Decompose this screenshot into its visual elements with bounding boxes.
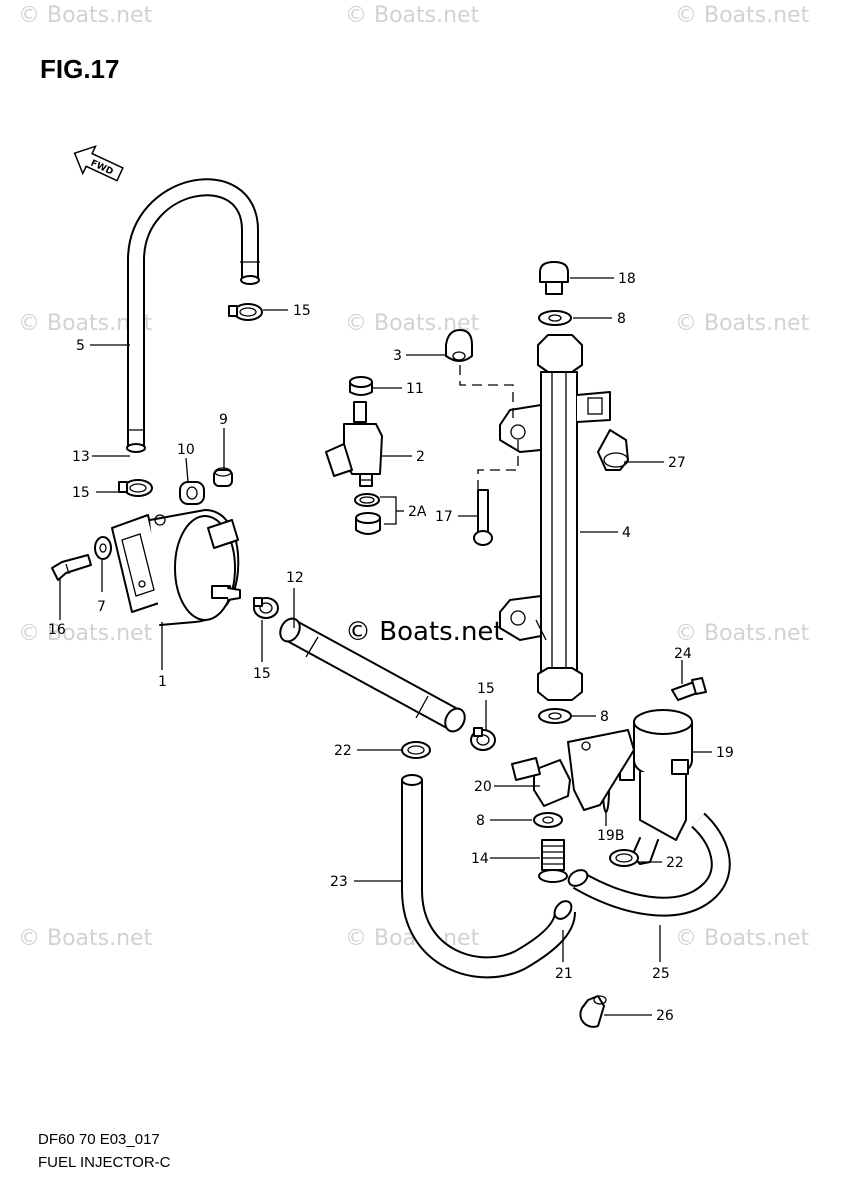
callout-13: 13 (72, 449, 90, 465)
plug-part-18 (539, 261, 569, 295)
callout-15: 15 (72, 485, 90, 501)
callout-19B: 19B (597, 828, 624, 844)
watermark-text: © Boats.net (18, 926, 153, 951)
collar-part-9 (213, 467, 233, 487)
callout-12: 12 (286, 570, 304, 586)
callout-20: 20 (474, 779, 492, 795)
watermark-text: © Boats.net (345, 3, 480, 28)
callout-4: 4 (622, 525, 631, 541)
callout-8: 8 (617, 311, 626, 327)
bolt-part-24 (671, 677, 707, 701)
callout-labels: 5 13 15 15 9 10 7 16 1 15 12 15 22 3 11 … (48, 271, 734, 1024)
callout-25: 25 (652, 966, 670, 982)
callout-3: 3 (393, 348, 402, 364)
callout-10: 10 (177, 442, 195, 458)
watermark-text: © Boats.net (675, 3, 810, 28)
fuel-rail-part-4 (499, 334, 611, 701)
filter-part-1 (111, 509, 241, 626)
callout-21: 21 (555, 966, 573, 982)
fwd-arrow-icon: FWD (73, 145, 124, 182)
callout-7: 7 (97, 599, 106, 615)
watermark-text: © Boats.net (18, 3, 153, 28)
callout-18: 18 (618, 271, 636, 287)
watermark-text: © Boats.net (675, 926, 810, 951)
callout-24: 24 (674, 646, 692, 662)
grommet-part-10 (179, 481, 205, 505)
hose-part-12 (279, 617, 466, 733)
callout-9: 9 (219, 412, 228, 428)
clamp-part-22-left (401, 741, 431, 759)
hose-part-25 (567, 812, 731, 917)
clamp-part-22-right (609, 849, 639, 867)
watermark-center: © Boats.net (345, 617, 504, 647)
union-part-20 (511, 729, 635, 811)
callout-2: 2 (416, 449, 425, 465)
callout-15: 15 (253, 666, 271, 682)
clamp-part-15-right (470, 727, 496, 751)
diagram-code: DF60 70 E03_017 (38, 1131, 160, 1148)
clamp-part-15-mid (253, 597, 279, 619)
bolt-part-17 (473, 489, 493, 546)
callout-22: 22 (334, 743, 352, 759)
callout-5: 5 (76, 338, 85, 354)
pressure-regulator-part-19 (619, 709, 693, 865)
callout-14: 14 (471, 851, 489, 867)
callout-23: 23 (330, 874, 348, 890)
callout-26: 26 (656, 1008, 674, 1024)
callout-27: 27 (668, 455, 686, 471)
washer-part-8-top (538, 310, 572, 326)
clamp-part-15-top (228, 303, 263, 321)
figure-title: FIG.17 (40, 54, 120, 84)
leader-lines (59, 277, 712, 1016)
callout-22: 22 (666, 855, 684, 871)
diagram-name: FUEL INJECTOR-C (38, 1154, 171, 1171)
callout-8: 8 (600, 709, 609, 725)
assembly-guides (459, 365, 519, 490)
clamp-part-15-left (118, 479, 153, 497)
callout-8: 8 (476, 813, 485, 829)
callout-15: 15 (477, 681, 495, 697)
washer-part-8-mid (538, 708, 572, 724)
callout-17: 17 (435, 509, 453, 525)
washer-part-7 (94, 536, 112, 560)
cap-part-3 (445, 329, 473, 362)
hose-part-23 (401, 774, 576, 979)
watermark-text: © Boats.net (18, 621, 153, 646)
hose-part-5 (126, 178, 260, 453)
callout-2A: 2A (408, 504, 427, 520)
watermark-text: © Boats.net (675, 621, 810, 646)
callout-16: 16 (48, 622, 66, 638)
clip-part-27 (597, 429, 629, 471)
bolt-part-16 (51, 554, 92, 581)
callout-1: 1 (158, 674, 167, 690)
washer-part-8-low (533, 812, 563, 828)
watermarks: © Boats.net © Boats.net © Boats.net © Bo… (18, 3, 810, 951)
callout-15: 15 (293, 303, 311, 319)
seal-part-11 (349, 376, 373, 396)
clip-part-26 (579, 995, 607, 1028)
injector-part-2 (325, 401, 383, 487)
callout-11: 11 (406, 381, 424, 397)
callout-19: 19 (716, 745, 734, 761)
seal-part-2A (354, 493, 381, 535)
watermark-text: © Boats.net (675, 311, 810, 336)
strainer-part-14 (538, 839, 568, 883)
